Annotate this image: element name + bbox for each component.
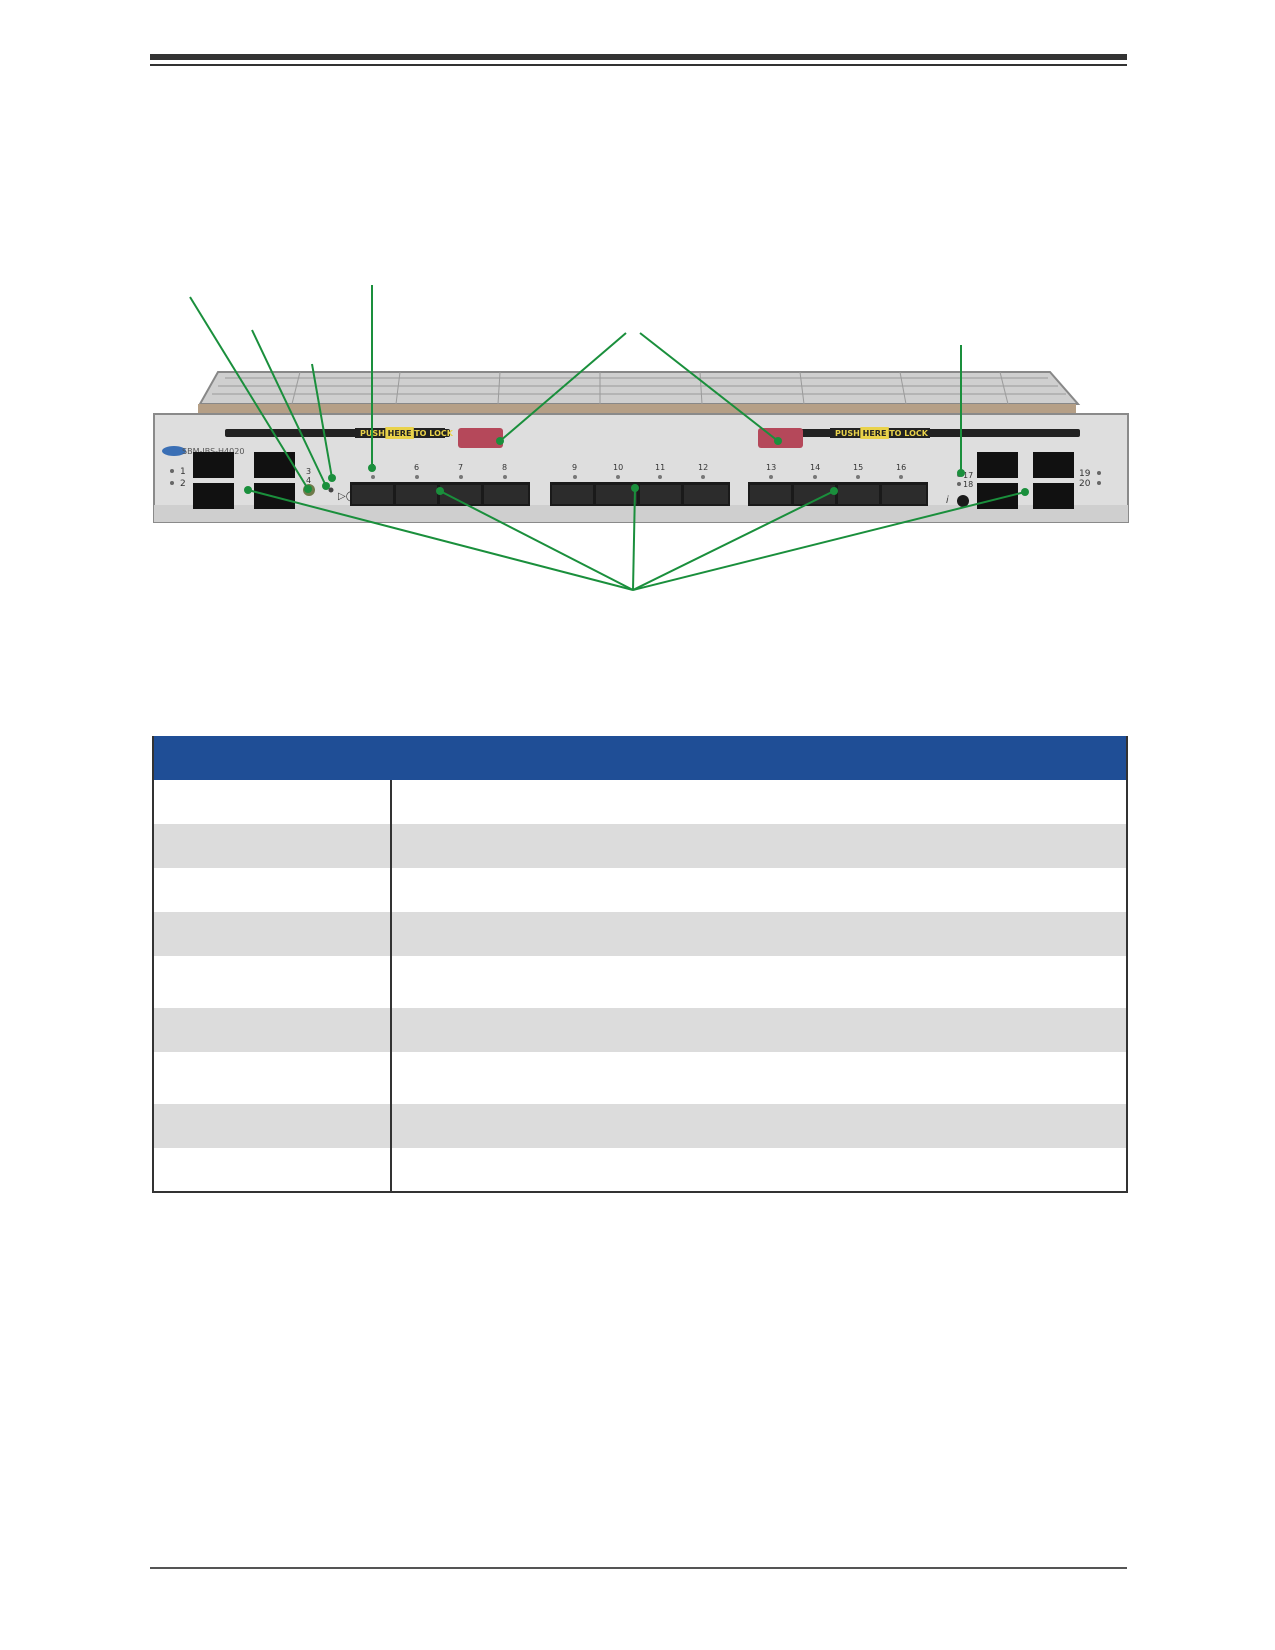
table-header-cell xyxy=(153,736,391,780)
port-1 xyxy=(193,452,234,478)
table-cell xyxy=(153,868,392,912)
port-label-20: 20 xyxy=(1079,479,1091,489)
table-cell xyxy=(391,1148,1127,1193)
table-row xyxy=(153,912,1127,956)
table-row xyxy=(153,824,1127,868)
table-cell xyxy=(391,824,1127,868)
port-label-17: 17 xyxy=(963,471,973,480)
port-group-3 xyxy=(748,482,928,506)
port-17 xyxy=(977,452,1018,478)
reset-button[interactable] xyxy=(957,495,969,507)
table-cell xyxy=(153,1148,392,1193)
port-19 xyxy=(1033,452,1074,478)
front-panel-bottom xyxy=(154,505,1128,522)
footer-rule xyxy=(150,1567,1127,1569)
port-label-7: 7 xyxy=(458,463,463,472)
port-2 xyxy=(193,483,234,509)
table-cell xyxy=(153,1104,392,1148)
port-3 xyxy=(254,452,295,478)
table-cell xyxy=(391,780,1127,824)
header-rule-thin xyxy=(150,64,1127,66)
table-cell xyxy=(391,1052,1127,1104)
port-label-14: 14 xyxy=(810,463,820,472)
spec-table xyxy=(152,736,1128,1193)
port-label-12: 12 xyxy=(698,463,708,472)
port-20 xyxy=(1033,483,1074,509)
lock-label-left: PUSH HERE TO LOCK xyxy=(360,429,454,438)
lock-label-right: PUSH HERE TO LOCK xyxy=(835,429,929,438)
info-icon: 𝑖 xyxy=(946,495,949,506)
table-cell xyxy=(391,1104,1127,1148)
lock-label-left-bg xyxy=(355,428,445,438)
callout-dots xyxy=(244,437,1029,496)
symbol-label: ▷◯ xyxy=(338,491,357,502)
port-label-1: 1 xyxy=(180,467,186,477)
port-group-1 xyxy=(350,482,530,506)
table-row xyxy=(153,1008,1127,1052)
port-label-15: 15 xyxy=(853,463,863,472)
table-cell xyxy=(153,912,392,956)
port-label-11: 11 xyxy=(655,463,665,472)
switch-figure: PUSH HERE TO LOCK PUSH HERE TO LOCK SBM-… xyxy=(0,0,1275,640)
logo-icon xyxy=(162,446,186,456)
port-label-3: 3 xyxy=(306,467,311,476)
top-edge-strip xyxy=(198,404,1076,414)
table-cell xyxy=(391,956,1127,1008)
release-tab-left[interactable] xyxy=(458,428,503,448)
port-label-13: 13 xyxy=(766,463,776,472)
port-label-19: 19 xyxy=(1079,469,1091,479)
port-label-18: 18 xyxy=(963,480,973,489)
callout-lines xyxy=(189,285,1026,591)
table-header-row xyxy=(153,736,1127,780)
table-row xyxy=(153,780,1127,824)
table-cell xyxy=(153,780,392,824)
port-label-6: 6 xyxy=(414,463,419,472)
switch-illustration: PUSH HERE TO LOCK PUSH HERE TO LOCK SBM-… xyxy=(153,285,1129,591)
table-cell xyxy=(153,1052,392,1104)
table-row xyxy=(153,1052,1127,1104)
table-cell xyxy=(153,1008,392,1052)
header-rule xyxy=(150,54,1127,60)
model-text: SBM-IBS-H4020 xyxy=(182,447,244,456)
top-cover xyxy=(198,371,1081,405)
port-label-2: 2 xyxy=(180,479,186,489)
port-label-4: 4 xyxy=(306,476,311,485)
table-cell xyxy=(153,956,392,1008)
table-row xyxy=(153,1148,1127,1193)
power-led xyxy=(328,487,334,493)
table-cell xyxy=(391,1008,1127,1052)
port-label-8: 8 xyxy=(502,463,507,472)
port-group-2 xyxy=(550,482,730,506)
table-cell xyxy=(153,824,392,868)
table-row xyxy=(153,1104,1127,1148)
lock-label-right-bg xyxy=(830,428,930,438)
table-row xyxy=(153,868,1127,912)
table-cell xyxy=(391,868,1127,912)
port-label-9: 9 xyxy=(572,463,577,472)
grille-lines xyxy=(212,371,1066,405)
table-header-cell xyxy=(391,736,1127,780)
table-cell xyxy=(391,912,1127,956)
table-row xyxy=(153,956,1127,1008)
port-label-16: 16 xyxy=(896,463,906,472)
port-label-10: 10 xyxy=(613,463,623,472)
